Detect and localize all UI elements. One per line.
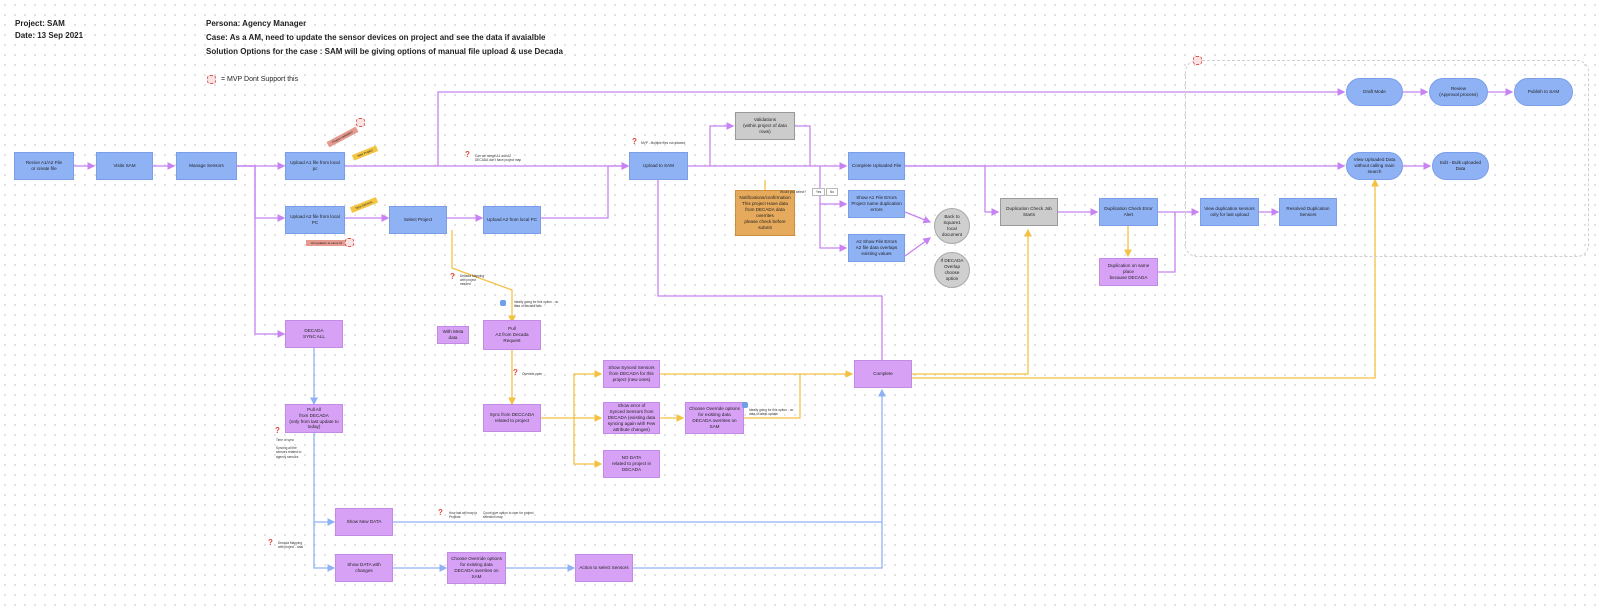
merge-note: Can we merge A1 and A2 DECADA don't have… xyxy=(475,154,522,163)
a2-errors-node[interactable]: A2 Show File Errors A2 file data overlap… xyxy=(848,234,905,262)
case-label: Case: As a AM, need to update the sensor… xyxy=(206,33,546,42)
review-node[interactable]: Review (Approval process) xyxy=(1429,78,1488,106)
mvp-multiple-note: MVP - Multiple files not allowed xyxy=(641,141,686,145)
choose-override-node[interactable]: Choose Override options for existing dat… xyxy=(685,402,744,434)
duplication-alert-node[interactable]: Duplication Check Error Alert xyxy=(1099,198,1158,226)
back-to-square-node[interactable]: Back to Square1 local document xyxy=(934,208,970,244)
project-label: Project: SAM xyxy=(15,19,65,28)
mvp-not-supported-icon xyxy=(1193,56,1202,65)
override-open-note: Override open xyxy=(522,372,543,376)
show-new-data-node[interactable]: Show New DATA xyxy=(335,508,393,536)
edit-bulk-node[interactable]: Edit - Bulk uploaded Data xyxy=(1432,152,1489,180)
yes-option[interactable]: Yes xyxy=(812,188,826,197)
draft-mode-node[interactable]: Draft Mode xyxy=(1346,78,1403,106)
how-last-note: How last will map to Projects xyxy=(449,511,478,520)
question-icon: ? xyxy=(632,137,637,146)
upload-a2-local-node[interactable]: Upload A2 file from local PC xyxy=(285,206,345,234)
question-icon: ? xyxy=(268,538,273,547)
question-icon: ? xyxy=(275,426,280,435)
no-option[interactable]: No xyxy=(826,188,839,197)
visits-sam-node[interactable]: Visits SAM xyxy=(96,152,153,180)
with-meta-node[interactable]: With Meta data xyxy=(437,326,469,344)
future-scope-group xyxy=(1185,60,1589,257)
notifications-node[interactable]: Notifications/confirmation This project … xyxy=(735,190,795,236)
persona-label: Persona: Agency Manager xyxy=(206,19,307,28)
mvp-not-supported-icon xyxy=(356,118,365,127)
no-data-node[interactable]: NO DATA related to project in DECADA xyxy=(603,450,660,478)
thumbs-up-icon xyxy=(500,300,506,306)
question-icon: ? xyxy=(465,150,470,159)
decada-mapping-total-note: Decada Mapping with project - total xyxy=(278,541,303,550)
receive-file-node[interactable]: Recive A1/A2 File or create file xyxy=(14,152,74,180)
show-data-changes-node[interactable]: Show DATA with changes xyxy=(335,554,393,582)
time-sync-note: Time of sync Syncing all the sensors rel… xyxy=(276,438,302,459)
mvp-not-supported-icon xyxy=(207,75,216,84)
mvp-not-supported-icon xyxy=(345,238,354,247)
upload-a1-node[interactable]: Upload A1 file from local pc xyxy=(285,152,345,180)
select-project-node[interactable]: Select Project xyxy=(389,206,447,234)
ideally-going-note: Ideally going for this option - no data … xyxy=(514,300,559,309)
view-uploaded-node[interactable]: View Uploaded Data without calling main … xyxy=(1346,152,1403,180)
decada-mapping-note: Decada Mapping with project needed xyxy=(460,274,485,287)
decada-sync-node[interactable]: DECADA SYNC ALL xyxy=(285,320,343,348)
upload-a2-pc-node[interactable]: Upload A2 from local PC xyxy=(483,206,541,234)
a2-updation-tag: A2 updation to same IS xyxy=(306,240,348,246)
complete-upload-node[interactable]: Complete Uploaded File xyxy=(848,152,905,180)
validations-node[interactable]: Validations (within project of data rows… xyxy=(735,112,795,140)
resolved-duplication-node[interactable]: Resolved Duplication Sensors xyxy=(1279,198,1337,226)
count-give-note: Count give option to user for project se… xyxy=(483,511,534,520)
solution-label: Solution Options for the case : SAM will… xyxy=(206,47,563,56)
thumbs-up-icon xyxy=(742,402,748,408)
duplication-check-node[interactable]: Duplication Check Job Starts xyxy=(1000,198,1058,226)
legend-label: = MVP Dont Support this xyxy=(221,76,299,83)
upload-to-sam-node[interactable]: Upload to SAM xyxy=(629,152,688,180)
show-synced-node[interactable]: Show Synced Sensors from DECADA for this… xyxy=(603,360,660,388)
would-you-select-note: Would you select? xyxy=(780,190,806,194)
duplication-same-place-node[interactable]: Duplication on same place because DECADA xyxy=(1099,258,1158,286)
pull-a2-node[interactable]: Pull A2 from Decada Request xyxy=(483,320,541,350)
decada-overlap-node[interactable]: If DECADA Overlap choose option xyxy=(934,252,970,288)
date-label: Date: 13 Sep 2021 xyxy=(15,31,84,40)
complete-node[interactable]: Complete xyxy=(854,360,912,388)
sync-decada-node[interactable]: Sync from DECCADA related to project xyxy=(483,404,541,432)
a1-errors-node[interactable]: Show A1 File Errors Project name duplica… xyxy=(848,190,905,218)
choose-override-sam-node[interactable]: Choose Override options for existing dat… xyxy=(447,552,506,584)
view-duplication-node[interactable]: View duplication sensors only for last u… xyxy=(1200,198,1259,226)
manage-sensors-node[interactable]: Manage Sensors xyxy=(176,152,237,180)
show-synced-errors-node[interactable]: Show error of Synced Sensors from DECADA… xyxy=(603,402,660,434)
pull-all-node[interactable]: Pull All from DECADA (only from last upd… xyxy=(285,404,343,433)
question-icon: ? xyxy=(513,368,518,377)
ideally-latest-note: Ideally going for this option - no data … xyxy=(749,408,794,417)
publish-node[interactable]: Publish to SAM xyxy=(1514,78,1573,106)
question-icon: ? xyxy=(438,508,443,517)
action-select-node[interactable]: Action to select Sensors xyxy=(575,554,633,582)
question-icon: ? xyxy=(450,272,455,281)
